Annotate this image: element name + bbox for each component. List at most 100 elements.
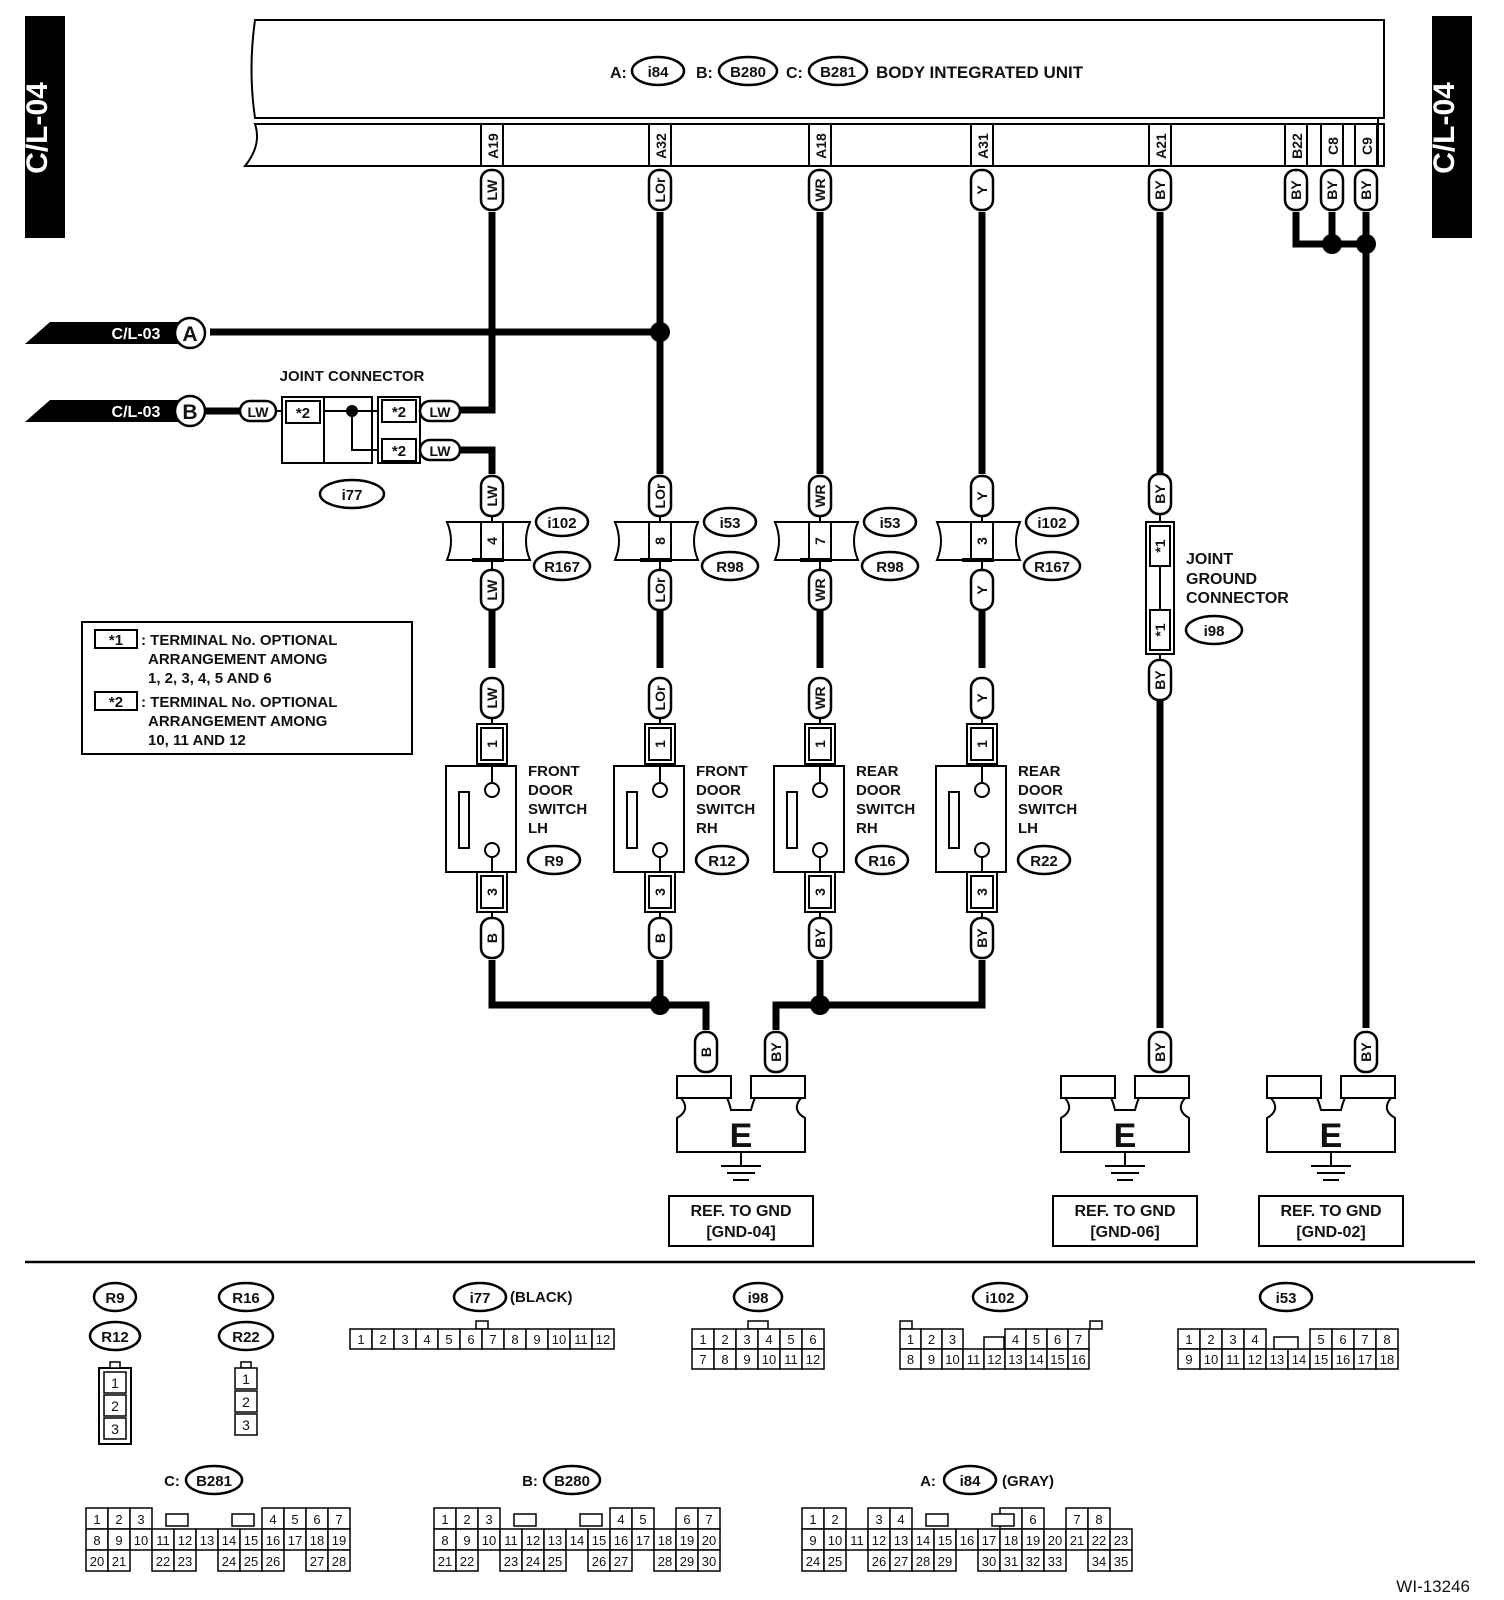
inline-wire-top-1: LOr xyxy=(652,483,668,508)
jgc-title-2: GROUND xyxy=(1186,571,1257,588)
view-b280-id: B280 xyxy=(554,1473,590,1490)
bcm-conn-b-id: B280 xyxy=(730,64,766,81)
i53-pin: 2 xyxy=(1207,1332,1214,1347)
b281-cell xyxy=(107,1549,131,1572)
legend-2-line3: 10, 11 AND 12 xyxy=(148,732,246,749)
switch-body xyxy=(613,765,685,873)
switch-id-2-pill xyxy=(854,844,910,876)
splice-dot xyxy=(1356,234,1376,254)
i102-pin: 2 xyxy=(928,1332,935,1347)
switch-wire-top-2: WR xyxy=(812,686,828,709)
inline-top-id-1-pill xyxy=(702,506,758,538)
i84-pin: 13 xyxy=(894,1533,908,1548)
switch-label-2-l4: RH xyxy=(856,820,878,837)
b281-pin: 8 xyxy=(93,1533,100,1548)
ground-ref1-1: REF. TO GND xyxy=(1074,1203,1175,1220)
b281-pin: 4 xyxy=(269,1512,276,1527)
jgc-title-3: CONNECTOR xyxy=(1186,590,1289,607)
view-b281-id-pill xyxy=(184,1464,244,1496)
ground-wire-0-0-tag xyxy=(693,1030,719,1074)
switch-id-2: R16 xyxy=(868,853,896,870)
i53-pin: 17 xyxy=(1358,1352,1372,1367)
b280-pin: 13 xyxy=(548,1533,562,1548)
i77-pin: 2 xyxy=(379,1332,386,1347)
r9-cell xyxy=(103,1394,127,1417)
b281-pin: 6 xyxy=(313,1512,320,1527)
switch-pin-top-3: 1 xyxy=(974,740,990,748)
b281-pin: 10 xyxy=(134,1533,148,1548)
ground-wire-0-0: B xyxy=(698,1047,714,1057)
switch-terminal xyxy=(812,842,828,858)
view-i77-id-pill xyxy=(452,1281,508,1313)
b280-cell xyxy=(455,1549,479,1572)
i84-pin: 8 xyxy=(1095,1512,1102,1527)
i77-pin: 6 xyxy=(467,1332,474,1347)
i98-pin: 12 xyxy=(806,1352,820,1367)
r9-pin-1: 2 xyxy=(111,1398,119,1414)
bcm-conn-c-label: C: xyxy=(786,65,803,82)
offpage-a-letter: A xyxy=(182,323,197,346)
switch-label-1-l2: DOOR xyxy=(696,782,741,799)
switch-wire-bot-2-tag xyxy=(807,916,833,960)
b281-pin: 13 xyxy=(200,1533,214,1548)
i53-pin: 3 xyxy=(1229,1332,1236,1347)
ground-tab-left xyxy=(1266,1075,1322,1099)
bcm-pin-7: C9 xyxy=(1359,137,1375,155)
connector-latch xyxy=(475,1320,489,1330)
i84-pin: 35 xyxy=(1114,1554,1128,1569)
inline-wire-bot-2-tag xyxy=(807,568,833,612)
i98-pin: 6 xyxy=(809,1332,816,1347)
b281-pin: 12 xyxy=(178,1533,192,1548)
inline-wire-top-3: Y xyxy=(974,491,990,501)
switch-id-1-pill xyxy=(694,844,750,876)
legend-box: *1 : TERMINAL No. OPTIONAL ARRANGEMENT A… xyxy=(81,621,413,755)
b280-pin: 4 xyxy=(617,1512,624,1527)
splice-dot xyxy=(650,995,670,1015)
i77-cell xyxy=(591,1328,615,1350)
connector-latch xyxy=(747,1320,769,1330)
bcm-conn-a-label: A: xyxy=(610,65,627,82)
connector-key xyxy=(983,1336,1005,1350)
b280-pin: 23 xyxy=(504,1554,518,1569)
b281-pin: 9 xyxy=(115,1533,122,1548)
splice-dot xyxy=(810,995,830,1015)
inline-top-id-3-pill xyxy=(1024,506,1080,538)
inline-bot-id-1-pill xyxy=(700,550,760,582)
switch-body xyxy=(935,765,1007,873)
switch-contact-bar xyxy=(948,791,960,849)
i53-pin: 14 xyxy=(1292,1352,1306,1367)
switch-wire-top-1: LOr xyxy=(652,685,668,710)
switch-contact-bar xyxy=(626,791,638,849)
ground-terminal-body xyxy=(676,1097,806,1153)
jgc-term-bottom: *1 xyxy=(1152,623,1168,636)
i102-pin: 11 xyxy=(967,1352,981,1367)
ground-tab-left xyxy=(676,1075,732,1099)
bcm-name: BODY INTEGRATED UNIT xyxy=(876,63,1084,82)
switch-terminal xyxy=(652,842,668,858)
i102-pin: 4 xyxy=(1012,1332,1019,1347)
b280-pin: 29 xyxy=(680,1554,694,1569)
ground-terminal-body xyxy=(1266,1097,1396,1153)
bcm-wire-5-tag xyxy=(1283,168,1309,212)
i102-pin: 6 xyxy=(1054,1332,1061,1347)
switch-label-1-l1: FRONT xyxy=(696,763,748,780)
bcm-conn-c-id: B281 xyxy=(820,64,856,81)
b281-cell xyxy=(327,1549,351,1572)
connector-view-i84: A:i84(GRAY)12345678910111213141516171819… xyxy=(801,1464,1133,1572)
switch-wire-top-0: LW xyxy=(484,687,500,709)
b281-pin: 7 xyxy=(335,1512,342,1527)
b280-pin: 18 xyxy=(658,1533,672,1548)
switch-pin-bot-box xyxy=(648,875,672,909)
i102-pin: 12 xyxy=(987,1352,1001,1367)
i53-pin: 11 xyxy=(1226,1352,1240,1367)
i84-pin: 32 xyxy=(1026,1554,1040,1569)
inline-pin-2: 7 xyxy=(812,537,828,545)
b280-cell xyxy=(609,1549,633,1572)
inline-wire-bot-2: WR xyxy=(812,578,828,601)
i77-pin: 7 xyxy=(489,1332,496,1347)
